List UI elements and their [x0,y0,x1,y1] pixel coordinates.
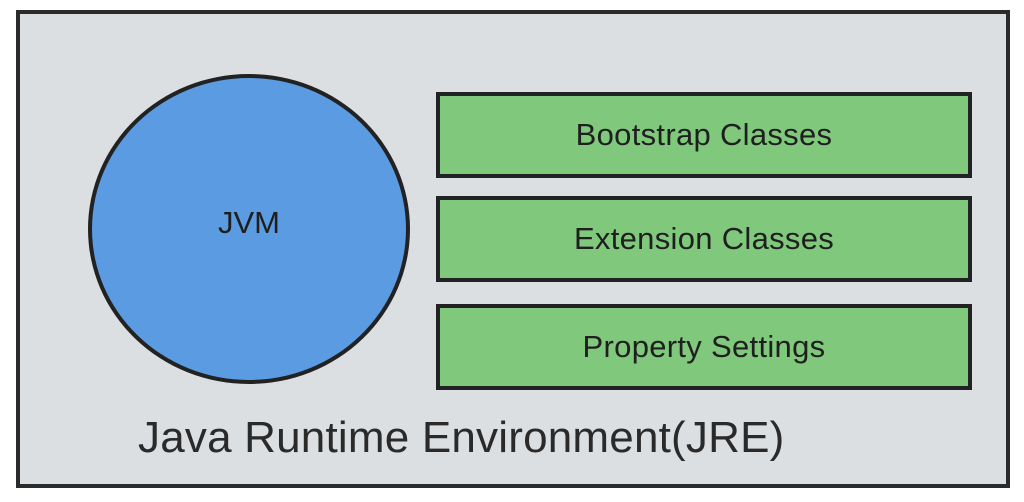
property-settings-box: Property Settings [436,304,972,390]
bootstrap-classes-label: Bootstrap Classes [575,117,833,152]
jre-title: Java Runtime Environment(JRE) [138,413,785,462]
bootstrap-classes-box: Bootstrap Classes [436,92,972,178]
extension-classes-label: Extension Classes [573,221,835,256]
extension-classes-box: Extension Classes [436,196,972,282]
jvm-label: JVM [218,205,280,240]
jvm-circle: JVM [88,74,410,384]
property-settings-label: Property Settings [582,329,826,364]
